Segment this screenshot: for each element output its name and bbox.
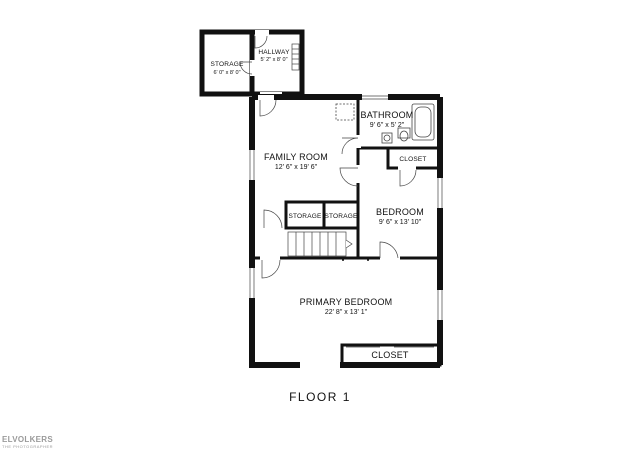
bathtub (411, 103, 435, 141)
bedroom-dims: 9' 6" x 13' 10" (379, 219, 422, 226)
bathroom-name: BATHROOM (361, 110, 414, 120)
primary-bedroom-name: PRIMARY BEDROOM (300, 297, 393, 307)
storage-top-name: STORAGE (210, 61, 244, 68)
hallway-name: HALLWAY (258, 49, 290, 56)
shower (335, 103, 355, 121)
logo-brand: ELVOLKERS (2, 435, 54, 444)
bedroom-name: BEDROOM (376, 207, 424, 217)
closet-primary-name: CLOSET (371, 350, 409, 360)
storage-b-name: STORAGE (324, 213, 358, 220)
logo-sub: THE PHOTOGRAPHER (2, 444, 54, 449)
bathroom-fixtures (335, 103, 435, 144)
bathroom-dims: 9' 6" x 5' 2" (370, 122, 405, 129)
interior-walls (252, 97, 442, 367)
toilet (397, 127, 411, 139)
windows (249, 94, 443, 320)
primary-bedroom-dims: 22' 8" x 13' 1" (325, 309, 368, 316)
hallway-annex (239, 29, 305, 97)
watermark-logo: ELVOLKERS THE PHOTOGRAPHER (2, 436, 53, 449)
family-room-name: FAMILY ROOM (264, 152, 328, 162)
storage-a-name: STORAGE (288, 213, 322, 220)
hallway-dims: 5' 2" x 8' 0" (260, 57, 287, 63)
closet-small-name: CLOSET (399, 156, 426, 163)
sink (381, 132, 393, 144)
family-room-dims: 12' 6" x 19' 6" (275, 164, 318, 171)
storage-top-dims: 6' 0" x 8' 0" (213, 70, 240, 76)
markers (342, 259, 399, 366)
family-room-stairs (287, 231, 353, 257)
doors (258, 95, 434, 368)
floor-label: FLOOR 1 (289, 390, 351, 404)
hallway-door-swing (254, 35, 268, 49)
hallway-stairs (291, 43, 300, 71)
storage-door-swing (239, 61, 253, 75)
